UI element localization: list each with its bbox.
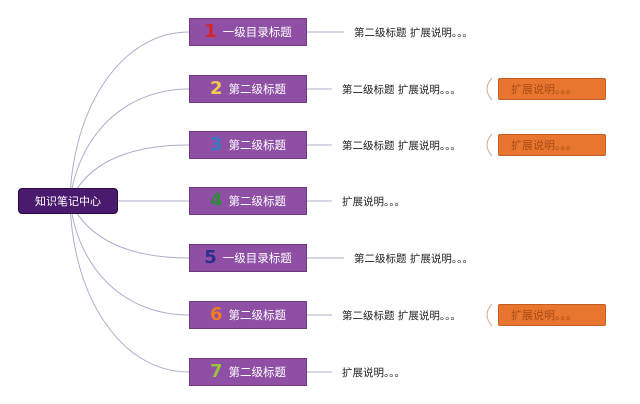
branch-2-tag[interactable]: 扩展说明。。。	[498, 78, 606, 100]
branch-node-5[interactable]: 5 一级目录标题	[189, 244, 307, 272]
brace-3	[486, 133, 493, 157]
branch-3-tag[interactable]: 扩展说明。。。	[498, 134, 606, 156]
branch-3-description: 第二级标题 扩展说明。。。	[342, 140, 461, 152]
connector-6	[69, 200, 190, 316]
number-1-badge: 1	[204, 21, 217, 42]
branch-4-description: 扩展说明。。。	[342, 196, 405, 208]
branch-node-6[interactable]: 6 第二级标题	[189, 301, 307, 329]
number-7-badge: 7	[209, 361, 223, 382]
number-3-badge: 3	[209, 134, 223, 155]
branch-node-4[interactable]: 4 第二级标题	[189, 187, 307, 215]
connector-7	[69, 200, 190, 373]
branch-3-title: 第二级标题	[228, 138, 287, 152]
number-2-badge: 2	[209, 78, 223, 99]
branch-4-title: 第二级标题	[228, 194, 287, 208]
branch-6-description: 第二级标题 扩展说明。。。	[342, 310, 461, 322]
branch-6-title: 第二级标题	[228, 308, 287, 322]
number-5-badge: 5	[204, 247, 217, 268]
number-4-badge: 4	[209, 190, 223, 211]
branch-6-tag[interactable]: 扩展说明。。。	[498, 304, 606, 326]
branch-5-title: 一级目录标题	[222, 251, 292, 265]
branch-2-title: 第二级标题	[228, 82, 287, 96]
number-6-badge: 6	[209, 304, 223, 325]
connector-2	[69, 88, 190, 202]
root-node[interactable]: 知识笔记中心	[18, 188, 118, 214]
branch-1-description: 第二级标题 扩展说明。。。	[354, 27, 473, 39]
brace-2	[486, 77, 493, 101]
branch-1-title: 一级目录标题	[222, 25, 292, 39]
branch-node-3[interactable]: 3 第二级标题	[189, 131, 307, 159]
branch-5-description: 第二级标题 扩展说明。。。	[354, 253, 473, 265]
branch-2-tag-label: 扩展说明。。。	[511, 83, 577, 96]
brace-6	[486, 303, 493, 327]
branch-node-7[interactable]: 7 第二级标题	[189, 358, 307, 386]
branch-node-1[interactable]: 1 一级目录标题	[189, 18, 307, 46]
connector-1	[69, 31, 190, 202]
branch-3-tag-label: 扩展说明。。。	[511, 139, 577, 152]
branch-7-title: 第二级标题	[228, 365, 287, 379]
branch-2-description: 第二级标题 扩展说明。。。	[342, 84, 461, 96]
root-label: 知识笔记中心	[35, 195, 101, 208]
branch-node-2[interactable]: 2 第二级标题	[189, 75, 307, 103]
branch-6-tag-label: 扩展说明。。。	[511, 309, 577, 322]
branch-7-description: 扩展说明。。。	[342, 367, 405, 379]
